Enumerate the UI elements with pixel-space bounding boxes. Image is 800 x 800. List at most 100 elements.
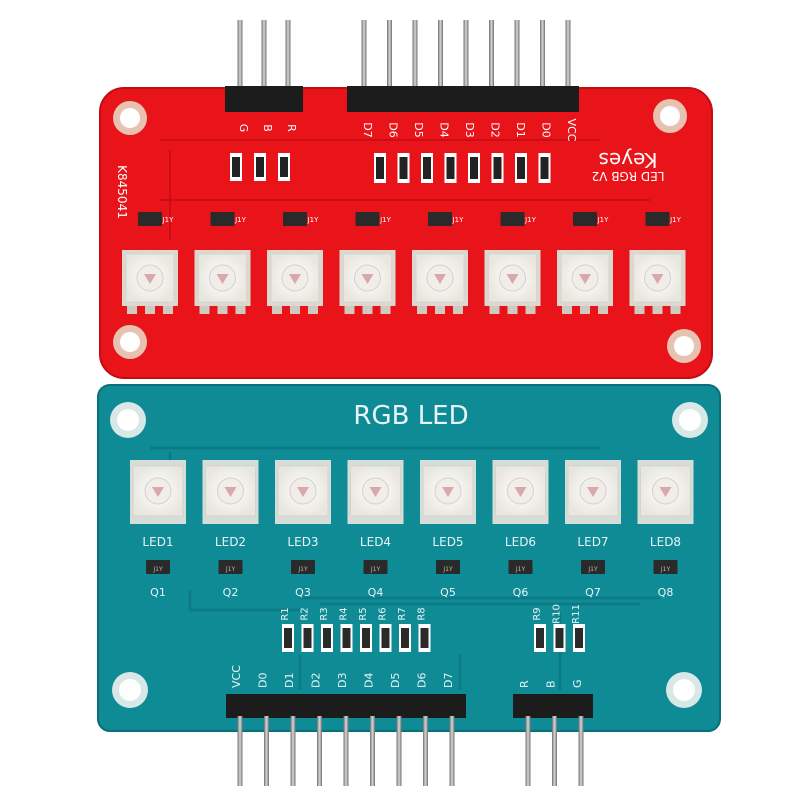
header-pin-label: D2: [310, 673, 323, 688]
transistor: [428, 212, 452, 226]
transistor: [573, 212, 597, 226]
blue-header-pins: [237, 716, 584, 786]
blue-traces: [150, 446, 660, 690]
header-pin-label: D6: [387, 122, 400, 137]
transistor-marking: J1Y: [152, 566, 163, 573]
resistor-label: R11: [571, 604, 582, 624]
pin: [237, 20, 243, 90]
transistor-label: Q7: [585, 586, 601, 599]
led-die: [152, 487, 164, 497]
led-label: LED2: [215, 535, 246, 549]
led-lead: [435, 306, 445, 314]
red-serial: K845041: [115, 165, 129, 219]
transistor: [508, 560, 533, 574]
pin: [370, 716, 375, 786]
led-die: [434, 274, 446, 284]
pin: [290, 716, 296, 786]
resistor-body: [401, 628, 409, 648]
resistor-body: [540, 157, 549, 179]
header-pin-label: D4: [363, 673, 376, 688]
resistor-label: R6: [378, 607, 389, 620]
red-resistors: [230, 153, 551, 183]
led-lead: [634, 306, 645, 314]
transistor-label: Q5: [440, 586, 456, 599]
blue-header-left: [226, 694, 466, 718]
led-lead: [507, 306, 518, 314]
led-lead: [199, 306, 210, 314]
blue-pcb: [98, 385, 720, 731]
led-label: LED3: [287, 535, 318, 549]
led-lead: [417, 306, 427, 314]
led-lead: [145, 306, 155, 314]
resistor-body: [256, 157, 264, 177]
transistor-marking: J1Y: [524, 216, 537, 224]
header-pin-label: D6: [416, 673, 429, 688]
header-pin-label: D7: [442, 673, 455, 688]
red-pcb: [100, 88, 712, 378]
header-pin-label: D0: [257, 673, 270, 688]
transistor-marking: J1Y: [660, 566, 671, 573]
header-pin-label: D3: [336, 673, 349, 688]
led-die: [297, 487, 309, 497]
led-lead: [290, 306, 300, 314]
header-pin-label: D3: [463, 122, 476, 137]
red-mounting-holes: [113, 99, 701, 363]
resistor-body: [423, 157, 431, 179]
transistor-marking: J1Y: [307, 216, 320, 224]
resistor-body: [399, 157, 408, 179]
pin: [438, 20, 443, 90]
resistor-body: [362, 628, 370, 648]
resistor-body: [517, 157, 525, 179]
pin: [463, 20, 469, 90]
resistor-label: R2: [300, 607, 311, 620]
red-header-right: [347, 86, 579, 112]
header-pin-label: R: [518, 680, 531, 688]
resistor-body: [470, 157, 478, 179]
led-lead: [272, 306, 282, 314]
resistor-label: R10: [552, 604, 563, 624]
transistor: [500, 212, 525, 226]
pin: [264, 716, 269, 786]
header-pin-label: D2: [489, 122, 502, 137]
transistor-label: Q8: [658, 586, 674, 599]
pin: [525, 716, 531, 786]
resistor-body: [420, 628, 429, 648]
transistor-label: Q6: [513, 586, 529, 599]
resistor-body: [536, 628, 544, 648]
led-label: LED5: [432, 535, 463, 549]
resistor-body: [280, 157, 288, 177]
transistor: [218, 560, 243, 574]
led-label: LED8: [650, 535, 681, 549]
resistor-label: R3: [319, 607, 330, 620]
blue-header-right: [513, 694, 593, 718]
header-pin-label: G: [237, 124, 250, 133]
led-lead: [163, 306, 173, 314]
led-lead: [217, 306, 228, 314]
led-label: LED7: [577, 535, 608, 549]
led-lead: [525, 306, 536, 314]
transistor-marking: J1Y: [162, 216, 175, 224]
led-lead: [127, 306, 137, 314]
header-pin-label: B: [545, 680, 558, 688]
led-die: [361, 274, 374, 284]
transistor: [645, 212, 670, 226]
transistor-marking: J1Y: [669, 216, 682, 224]
led-lead: [580, 306, 590, 314]
led-lead: [670, 306, 681, 314]
resistor-body: [323, 628, 331, 648]
pin: [423, 716, 428, 786]
led-lead: [362, 306, 373, 314]
led-die: [224, 487, 237, 497]
transistor-marking: J1Y: [370, 566, 381, 573]
red-subtitle: LED RGB V2: [592, 169, 665, 183]
led-die: [289, 274, 301, 284]
header-pin-label: D1: [283, 673, 296, 688]
resistor-body: [232, 157, 240, 177]
